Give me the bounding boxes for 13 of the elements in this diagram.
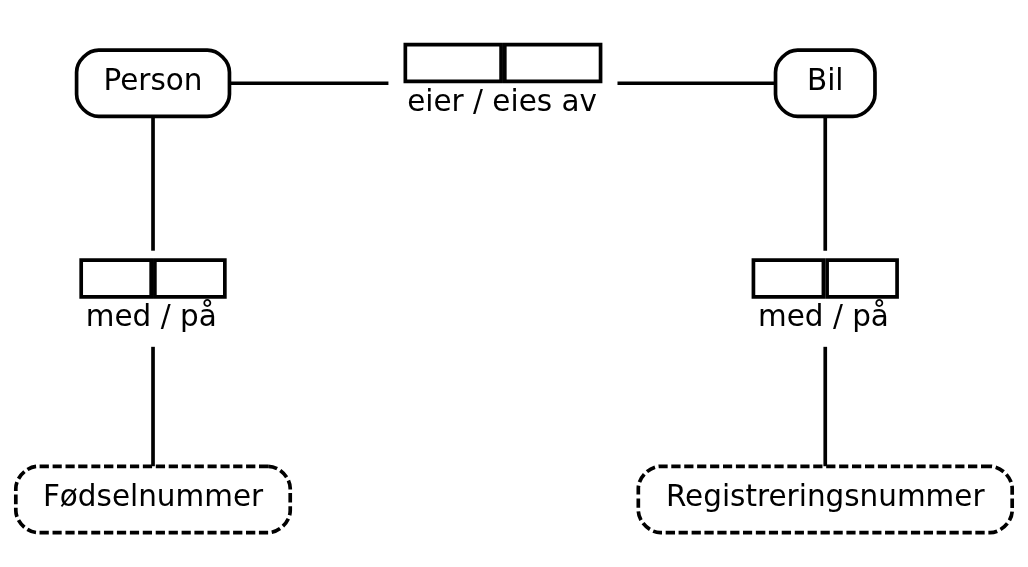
node-label: med / på	[85, 298, 217, 333]
connector	[151, 346, 155, 466]
node-label: med / på	[758, 298, 889, 333]
node-box: Registreringsnummer	[636, 464, 1015, 534]
node-box: Fødselnummer	[13, 464, 293, 534]
connector	[823, 115, 828, 251]
connector	[617, 80, 775, 85]
node-box: Person	[74, 47, 232, 118]
connector	[823, 346, 828, 466]
connector	[151, 115, 155, 251]
node-box: Bil	[773, 47, 877, 118]
node-label: eier / eies av	[407, 83, 597, 118]
connector	[229, 80, 389, 85]
